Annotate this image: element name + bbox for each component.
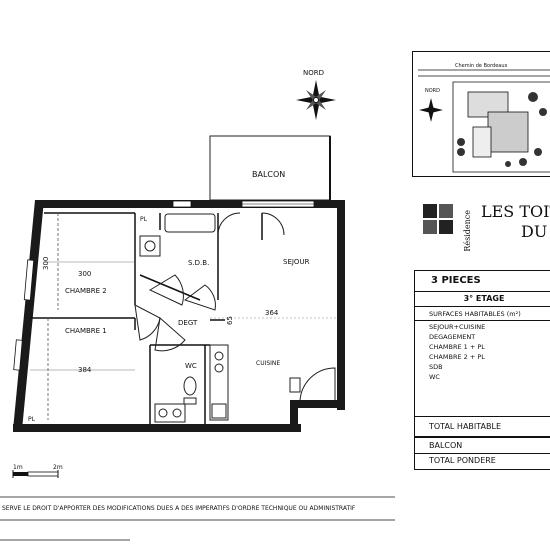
scale-end-label: 2m	[53, 464, 63, 471]
brand-emblem-icon	[423, 204, 453, 234]
room-label-sdb: S.D.B.	[188, 259, 209, 267]
washbasin	[139, 235, 161, 257]
compass-rose-icon	[296, 80, 336, 120]
site-compass-icon	[419, 98, 443, 122]
footer-note: SERVE LE DROIT D'APPORTER DES MODIFICATI…	[2, 505, 356, 512]
summary-room-5: WC	[429, 373, 440, 381]
brand-line2: DU S	[521, 222, 550, 241]
summary-room-0: SEJOUR+CUISINE	[429, 323, 486, 331]
surfaces-header: SURFACES HABITABLES (m²)	[429, 310, 521, 318]
dim-65: 65	[226, 316, 234, 325]
room-label-degt: DEGT	[178, 319, 198, 327]
summary-room-4: SDB	[429, 363, 443, 371]
dim-384-a: 384	[78, 366, 92, 374]
kitchen-counter	[209, 344, 229, 421]
room-label-chambre2: CHAMBRE 2	[65, 287, 107, 295]
balcon-label: BALCON	[429, 441, 463, 450]
room-label-sejour: SEJOUR	[283, 258, 310, 266]
placard-label-chambre2: PL	[140, 216, 148, 223]
site-street-label: Chemin de Bordeaux	[455, 63, 508, 69]
site-map-drawing: Chemin de Bordeaux NORD	[418, 63, 550, 173]
room-label-balcon: BALCON	[252, 170, 285, 179]
dimension-labels: 300 300 384 364 65	[42, 257, 279, 374]
summary-room-3: CHAMBRE 2 + PL	[429, 353, 485, 361]
pieces-label: 3 PIECES	[431, 275, 481, 286]
summary-room-2: CHAMBRE 1 + PL	[429, 343, 485, 351]
placard-label-chambre1: PL	[28, 416, 36, 423]
exterior-walls	[13, 200, 345, 432]
room-label-wc: WC	[185, 362, 197, 370]
bathtub	[164, 213, 216, 233]
dim-300-top: 300	[78, 270, 91, 278]
toilet	[183, 376, 197, 396]
north-label: NORD	[303, 69, 324, 77]
north-compass: NORD	[296, 69, 336, 120]
room-label-cuisine: CUISINE	[256, 360, 280, 367]
room-labels: SEJOUR S.D.B. CHAMBRE 2 CHAMBRE 1 DEGT W…	[28, 216, 310, 423]
scale-bar: 1m 2m	[12, 464, 63, 478]
fixtures	[139, 213, 301, 423]
brand-logo: Résidence LES TOITS DU S	[419, 202, 550, 252]
scale-mid-label: 1m	[13, 464, 23, 471]
brand-residence: Résidence	[463, 210, 472, 252]
total-habitable-label: TOTAL HABITABLE	[429, 422, 501, 431]
room-label-chambre1: CHAMBRE 1	[65, 327, 107, 335]
dim-300-side: 300	[42, 257, 50, 270]
summary-table: 3 PIECES 3° ETAGE SURFACES HABITABLES (m…	[414, 270, 550, 470]
site-north-label: NORD	[425, 88, 440, 94]
balcony-area: BALCON	[209, 135, 331, 201]
etage-label: 3° ETAGE	[463, 294, 505, 303]
brand-line1: LES TOITS	[481, 202, 550, 221]
summary-room-1: DEGAGEMENT	[429, 333, 476, 341]
doors	[134, 212, 336, 401]
site-map: Chemin de Bordeaux NORD	[412, 51, 550, 177]
dim-364: 364	[265, 309, 279, 317]
total-pondere-label: TOTAL PONDERE	[429, 456, 496, 465]
